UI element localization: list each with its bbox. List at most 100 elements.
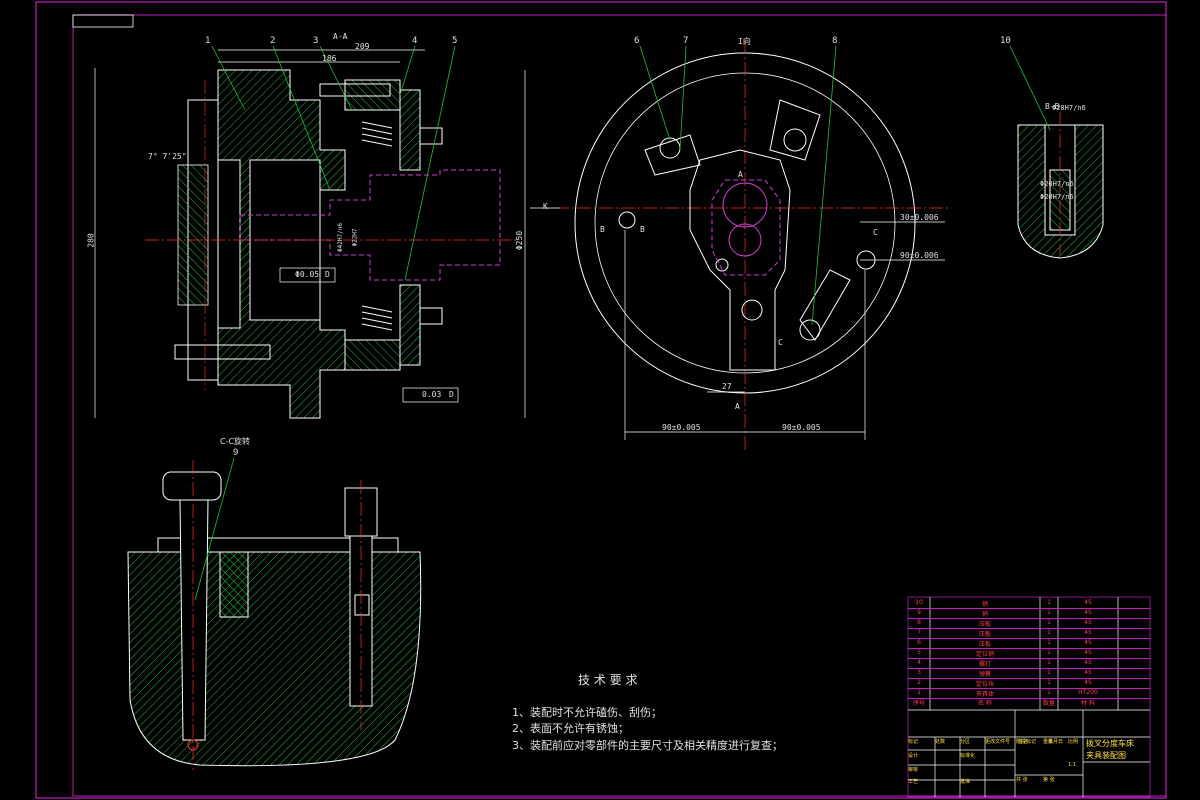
bom-cell: 45 <box>1084 649 1092 656</box>
title-cell: 批准 <box>960 779 971 785</box>
dim-flatness: 0.03 <box>422 390 442 399</box>
section-cc-view <box>127 457 422 770</box>
callout-9: 9 <box>233 448 239 458</box>
callout-8: 8 <box>832 36 838 46</box>
dim-flatness-ref: D <box>449 390 454 399</box>
aa-dims <box>94 49 526 418</box>
section-letter-b2: B <box>640 225 645 234</box>
bom-cell: 定位销 <box>975 651 994 658</box>
dim-fit-aa2: Φ22H7 <box>351 228 359 247</box>
dim-right90: 90±0.005 <box>782 423 821 432</box>
title-cell: 审核 <box>908 767 919 773</box>
bom-cell: 压板 <box>978 641 991 648</box>
bom-cell: 弹簧 <box>978 671 991 678</box>
bom-cell: 10 <box>915 599 923 606</box>
bom-cell: 1 <box>1047 649 1051 656</box>
vi-pin-4 <box>799 319 821 341</box>
dim-186: 186 <box>322 54 337 63</box>
section-letter-c2: C <box>778 338 783 347</box>
callout-3: 3 <box>313 36 319 46</box>
dim-bb-fit3: Φ20H7/n6 <box>1040 193 1074 201</box>
bom-cell: 1 <box>1047 659 1051 666</box>
aa-screw-top <box>319 83 391 97</box>
bom-cell: 1 <box>1047 629 1051 636</box>
cc-bolt-nut <box>354 594 370 616</box>
section-bb-view <box>1009 45 1104 259</box>
vi-clamp-right <box>769 99 821 161</box>
bom-cell: 压板 <box>978 621 991 628</box>
dim-v30: 30±0.006 <box>900 213 939 222</box>
bom-cell: 1 <box>1047 679 1051 686</box>
bom-row: 10 销 1 45 <box>908 598 1150 609</box>
title-cell: 阶段标记 <box>1016 739 1037 745</box>
title-cell: 处数 <box>935 739 946 745</box>
bom-cell: 销 <box>981 611 988 618</box>
bom-cell: 螺钉 <box>978 661 991 668</box>
notes-item-3: 3、装配前应对零部件的主要尺寸及相关精度进行复查； <box>512 739 783 752</box>
cc-leader <box>194 457 235 601</box>
dim-left90: 90±0.005 <box>662 423 701 432</box>
title-name-line1: 拨叉分度车床 <box>1086 739 1134 748</box>
section-letter-k: K <box>543 202 548 211</box>
aa-plate-bot <box>399 284 421 366</box>
bom-cell: 45 <box>1084 609 1092 616</box>
vi-pin-7 <box>715 258 729 272</box>
title-cells: 标记处数分区更改文件号签名年月日设计标准化审核工艺批准阶段标记重量比例共 张第 … <box>908 738 1083 796</box>
title-cell: 第 张 <box>1043 777 1055 783</box>
title-cell: 比例 <box>1068 739 1079 745</box>
bom-cell: 1 <box>1047 639 1051 646</box>
bom-cell: HT200 <box>1078 689 1098 696</box>
bom-cell: 定位块 <box>975 681 994 688</box>
bom-header-cell: 数量 <box>1042 700 1055 707</box>
dim-v90: 90±0.006 <box>900 251 939 260</box>
aa-spring-bot <box>361 305 393 331</box>
bom-cell: 45 <box>1084 599 1092 606</box>
callout-1: 1 <box>205 36 211 46</box>
callout-5: 5 <box>452 36 458 46</box>
title-cell: 标记 <box>908 739 919 745</box>
bom-cell: 1 <box>1047 609 1051 616</box>
callout-10: 10 <box>1000 36 1011 46</box>
bom-cell: 45 <box>1084 619 1092 626</box>
bom-cell: 45 <box>1084 639 1092 646</box>
bom-cell: 1 <box>1047 669 1051 676</box>
title-cell: 标准化 <box>960 753 976 759</box>
bom-cell: 5 <box>917 649 921 656</box>
aa-bolt-top <box>419 127 443 145</box>
bom-cell: 8 <box>917 619 921 626</box>
label-cc: C-C旋转 <box>220 437 251 446</box>
dim-250: Φ250 <box>515 230 525 251</box>
bom-cell: 7 <box>917 629 921 636</box>
dim-concentric: Φ0.05 <box>295 270 320 279</box>
title-cell: 分区 <box>960 739 971 745</box>
title-cell: 1:1 <box>1068 762 1077 768</box>
vi-leaders <box>639 45 837 326</box>
bom-cell: 1 <box>1047 599 1051 606</box>
bom-cell: 销 <box>981 601 988 608</box>
bom-cell: 6 <box>917 639 921 646</box>
callout-2: 2 <box>270 36 276 46</box>
title-cell: 更改文件号 <box>985 739 1011 745</box>
section-letter-c1: C <box>873 228 878 237</box>
dim-angle: 7° 7'25" <box>148 152 187 161</box>
dim-concentric-ref: D <box>325 270 330 279</box>
bom-cell: 1 <box>1047 619 1051 626</box>
bom-header: 序号名 称数量材 料 <box>908 698 1150 708</box>
cc-top-plate <box>157 537 399 553</box>
aa-shaft <box>177 164 209 306</box>
aa-bolt-bot <box>419 307 443 325</box>
title-cell: 设计 <box>908 753 919 759</box>
bom-cell: 4 <box>917 659 921 666</box>
bom-cell: 45 <box>1084 629 1092 636</box>
section-aa-view <box>94 45 526 419</box>
title-name-line2: 夹具装配图 <box>1086 751 1126 760</box>
bom-cell: 2 <box>917 679 921 686</box>
bom-row: 6 压板 1 45 <box>908 638 1150 649</box>
